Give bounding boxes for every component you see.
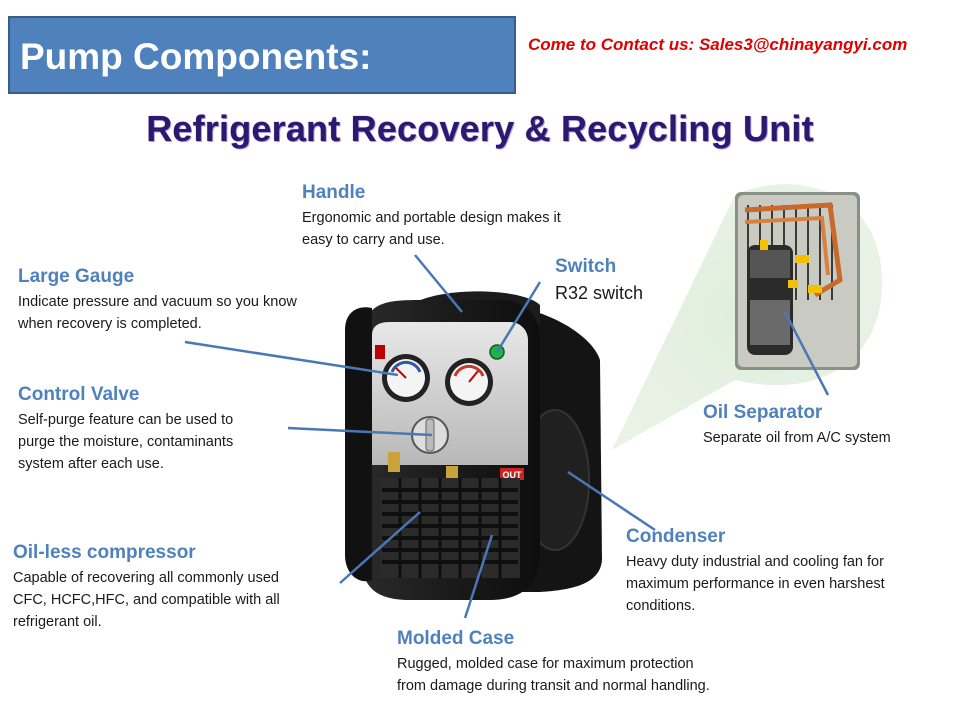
callout-oil-separator-desc: Separate oil from A/C system [703, 430, 891, 446]
leader-oil-separator [783, 311, 830, 396]
callout-switch-desc: R32 switch [555, 283, 644, 303]
callout-condenser-desc: Heavy duty industrial and cooling fan fo… [626, 554, 885, 614]
callout-condenser-title: Condenser [626, 526, 726, 547]
callout-molded-case: Molded Case Rugged, molded case for maxi… [397, 628, 710, 697]
callout-control-valve-desc: Self-purge feature can be used to purge … [18, 412, 234, 472]
leader-switch [495, 281, 542, 353]
callout-condenser: Condenser Heavy duty industrial and cool… [626, 526, 885, 617]
callout-large-gauge-desc: Indicate pressure and vacuum so you know… [18, 294, 297, 332]
callout-molded-case-title: Molded Case [397, 628, 515, 649]
callout-oilless-compressor-title: Oil-less compressor [13, 542, 196, 563]
callout-large-gauge-title: Large Gauge [18, 266, 135, 287]
callout-oil-separator: Oil Separator Separate oil from A/C syst… [703, 402, 891, 449]
callout-oilless-compressor: Oil-less compressor Capable of recoverin… [13, 542, 280, 633]
callout-oil-separator-title: Oil Separator [703, 402, 823, 423]
leader-handle [414, 254, 463, 313]
callout-handle-desc: Ergonomic and portable design makes it e… [302, 210, 561, 248]
page-title: Pump Components: [20, 36, 372, 77]
leader-control-valve [287, 426, 433, 437]
oil-separator-photo [735, 192, 860, 370]
product-title: Refrigerant Recovery & Recycling Unit [146, 108, 814, 149]
out-port-label: OUT [503, 470, 523, 480]
leader-lines [184, 254, 830, 619]
callout-molded-case-desc: Rugged, molded case for maximum protecti… [397, 656, 710, 694]
leader-oilless-compressor [339, 511, 421, 584]
callout-oilless-compressor-desc: Capable of recovering all commonly used … [13, 570, 280, 630]
recovery-unit: OUT [345, 291, 602, 600]
callout-switch-title: Switch [555, 256, 617, 277]
callout-handle: Handle Ergonomic and portable design mak… [302, 182, 561, 251]
contact-line: Come to Contact us: Sales3@chinayangyi.c… [528, 35, 908, 54]
leader-condenser [567, 470, 656, 532]
callout-large-gauge: Large Gauge Indicate pressure and vacuum… [18, 266, 297, 335]
leader-large-gauge [184, 340, 399, 377]
callout-control-valve: Control Valve Self-purge feature can be … [18, 384, 233, 475]
callout-handle-title: Handle [302, 182, 366, 203]
callout-switch: Switch R32 switch [555, 256, 643, 305]
callout-control-valve-title: Control Valve [18, 384, 140, 405]
leader-molded-case [463, 534, 494, 619]
header-banner: Pump Components: [8, 16, 516, 94]
